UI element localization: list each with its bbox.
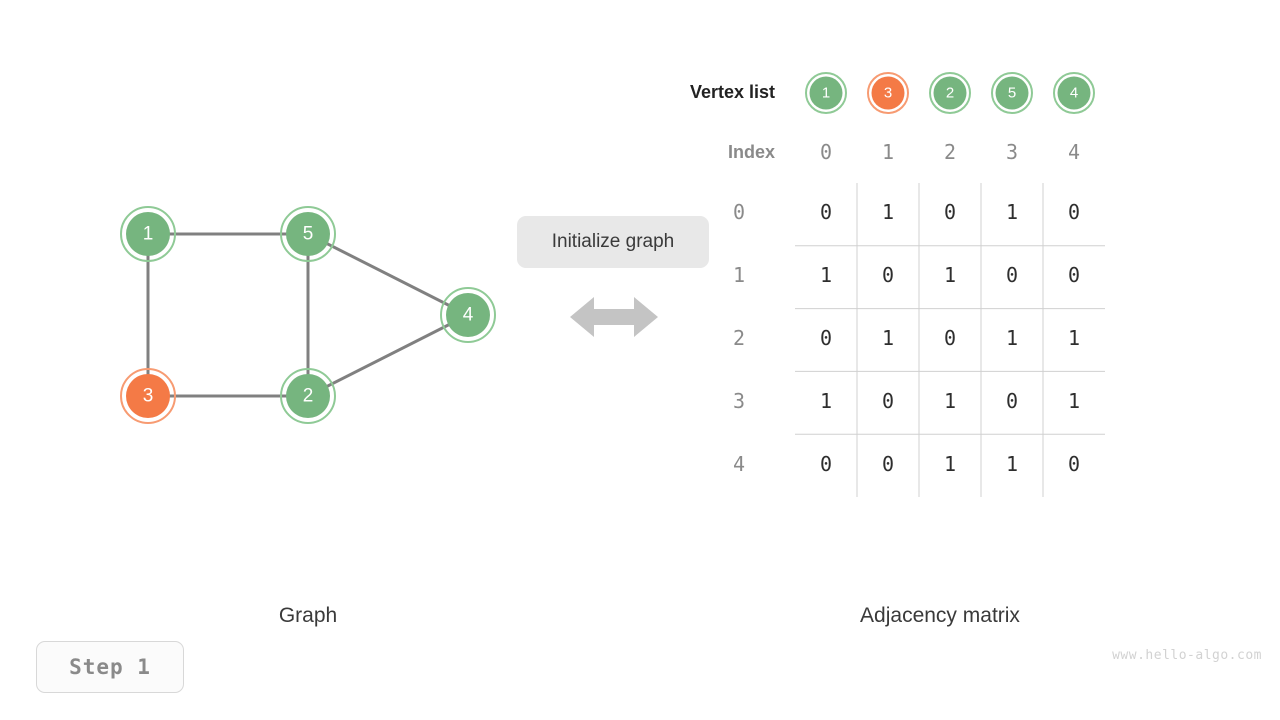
node-disc (446, 293, 490, 337)
chip-outer-ring (991, 72, 1033, 114)
vertex-list-item[interactable]: 2 (929, 72, 971, 114)
double-headed-arrow-icon (570, 297, 658, 337)
chip-outer-ring (1053, 72, 1095, 114)
chip-label: 1 (822, 85, 830, 102)
matrix-cell: 1 (881, 200, 895, 225)
matrix-cell: 0 (819, 451, 833, 476)
node-label: 4 (463, 305, 474, 326)
graph-node[interactable]: 4 (440, 287, 496, 343)
node-outer-ring (280, 206, 336, 262)
matrix-cell: 0 (881, 388, 895, 413)
chip-outer-ring (867, 72, 909, 114)
chip-disc (933, 76, 967, 110)
index-cell: 3 (1005, 140, 1019, 164)
matrix-cell: 1 (1005, 200, 1019, 225)
chip-label: 4 (1070, 85, 1078, 102)
vertex-list-item[interactable]: 3 (867, 72, 909, 114)
graph-edge (307, 232, 469, 317)
node-disc (286, 212, 330, 256)
transition-operation-box: Initialize graph (517, 216, 709, 268)
vertex-list-item[interactable]: 5 (991, 72, 1033, 114)
matrix-cell: 0 (1067, 451, 1081, 476)
matrix-cell: 1 (1067, 388, 1081, 413)
node-outer-ring (120, 206, 176, 262)
graph-node[interactable]: 5 (280, 206, 336, 262)
matrix-cell: 0 (943, 200, 957, 225)
node-outer-ring (120, 368, 176, 424)
chip-disc (1057, 76, 1091, 110)
matrix-grid-lines (795, 183, 1105, 497)
node-disc (126, 374, 170, 418)
transition-operation-label: Initialize graph (551, 231, 675, 252)
chip-label: 3 (884, 85, 892, 102)
node-label: 5 (303, 224, 314, 245)
chip-outer-ring (929, 72, 971, 114)
matrix-cell: 0 (1067, 200, 1081, 225)
graph-node[interactable]: 3 (120, 368, 176, 424)
chip-label: 5 (1008, 85, 1016, 102)
chip-disc (809, 76, 843, 110)
graph-caption: Graph (278, 604, 338, 627)
graph-edges (146, 232, 469, 398)
matrix-row-label: 4 (732, 451, 746, 476)
chip-disc (871, 76, 905, 110)
graph-nodes: 1 5 4 3 2 (120, 206, 496, 424)
index-cell: 2 (943, 140, 957, 164)
matrix-cell: 0 (1005, 263, 1019, 288)
chip-outer-ring (805, 72, 847, 114)
matrix-cell: 1 (881, 326, 895, 350)
matrix-row-label: 0 (732, 200, 746, 225)
matrix-cell: 1 (1005, 326, 1019, 350)
node-label: 1 (143, 224, 154, 245)
node-disc (126, 212, 170, 256)
matrix-cell: 1 (1005, 451, 1019, 476)
matrix-cell: 1 (819, 388, 833, 413)
index-cell: 0 (819, 140, 833, 164)
graph-panel: 1 5 4 3 2 (0, 0, 520, 560)
matrix-row-label: 1 (732, 263, 746, 288)
node-label: 3 (143, 386, 154, 407)
chip-label: 2 (946, 85, 954, 102)
node-outer-ring (280, 368, 336, 424)
watermark: www.hello-algo.com (1112, 648, 1262, 663)
graph-diagram: 1 5 4 3 2 (120, 206, 496, 424)
step-badge-label: Step 1 (69, 655, 151, 679)
vertex-list-item[interactable]: 4 (1053, 72, 1095, 114)
matrix-cell: 1 (1067, 326, 1081, 350)
matrix-cell: 1 (943, 388, 957, 413)
chip-disc (995, 76, 1029, 110)
step-badge: Step 1 (36, 641, 184, 693)
matrix-cell: 0 (881, 451, 895, 476)
matrix-row-label: 3 (732, 388, 746, 413)
adjacency-matrix-caption: Adjacency matrix (860, 604, 1020, 627)
matrix-cell: 0 (1005, 388, 1019, 413)
graph-edge (307, 313, 469, 398)
index-row-label: Index (727, 142, 775, 162)
adjacency-matrix-panel: Vertex list Index 1 3 2 5 4 0 1 2 3 4 0 1 2 3 4 0 1 0 1… (640, 0, 1280, 560)
graph-node[interactable]: 2 (280, 368, 336, 424)
matrix-cell: 0 (819, 200, 833, 225)
node-outer-ring (440, 287, 496, 343)
matrix-cell: 1 (819, 263, 833, 288)
vertex-list-item[interactable]: 1 (805, 72, 847, 114)
matrix-cell: 1 (943, 263, 957, 288)
matrix-cell: 1 (943, 451, 957, 476)
matrix-cell: 0 (1067, 263, 1081, 288)
matrix-cell: 0 (819, 326, 833, 350)
matrix-cell: 0 (943, 326, 957, 350)
matrix-cell: 0 (881, 263, 895, 288)
node-label: 2 (303, 386, 314, 407)
vertex-list-label: Vertex list (689, 82, 775, 102)
index-cell: 4 (1067, 140, 1081, 164)
matrix-row-label: 2 (732, 326, 746, 350)
index-cell: 1 (881, 140, 895, 164)
node-disc (286, 374, 330, 418)
graph-node[interactable]: 1 (120, 206, 176, 262)
